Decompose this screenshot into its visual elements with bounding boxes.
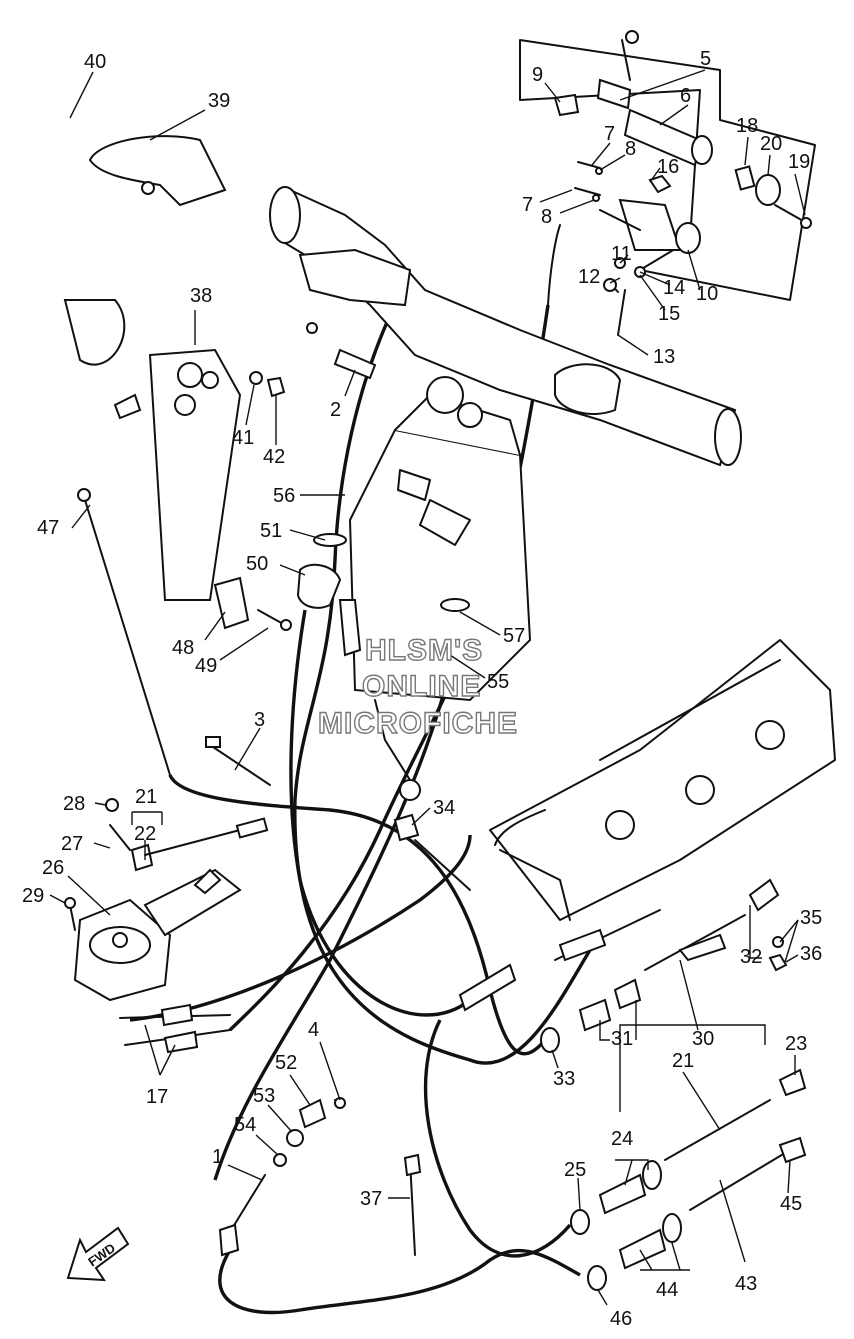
callout-30: 30 (692, 1028, 714, 1050)
callout-43: 43 (735, 1273, 757, 1295)
steering-column (338, 376, 532, 801)
callout-25: 25 (564, 1159, 586, 1181)
callout-1: 1 (212, 1146, 223, 1168)
callout-15: 15 (658, 303, 680, 325)
throttle-lever (63, 135, 292, 631)
callout-8: 8 (625, 138, 636, 160)
callout-9: 9 (532, 64, 543, 86)
callout-49: 49 (195, 655, 217, 677)
callout-13: 13 (653, 346, 675, 368)
callout-33: 33 (553, 1068, 575, 1090)
callout-29: 29 (22, 885, 44, 907)
forward-arrow-icon: FWD (66, 1226, 130, 1282)
callout-11: 11 (611, 243, 632, 265)
callout-labels: 40 39 38 41 42 47 48 49 2 56 51 50 57 55… (22, 48, 822, 1330)
callout-51: 51 (260, 520, 282, 542)
callout-55: 55 (487, 671, 509, 693)
cable-fittings (77, 322, 807, 1291)
callout-4: 4 (308, 1019, 319, 1041)
handlebar (269, 186, 742, 467)
callout-7: 7 (604, 123, 615, 145)
callout-35: 35 (800, 907, 822, 929)
watermark-line-1: HLSM'S (365, 634, 483, 667)
callout-32: 32 (740, 946, 762, 968)
callout-31: 31 (611, 1028, 633, 1050)
callout-24: 24 (611, 1128, 633, 1150)
callout-40: 40 (84, 51, 106, 73)
callout-2: 2 (330, 399, 341, 421)
callout-56: 56 (273, 485, 295, 507)
callout-52: 52 (275, 1052, 297, 1074)
callout-36: 36 (800, 943, 822, 965)
callout-12: 12 (578, 266, 600, 288)
callout-14: 14 (663, 277, 685, 299)
callout-19: 19 (788, 151, 810, 173)
callout-22: 22 (134, 823, 156, 845)
callout-46: 46 (610, 1308, 632, 1330)
callout-leaders (49, 69, 806, 1306)
callout-21b: 21 (672, 1050, 694, 1072)
callout-27: 27 (61, 833, 83, 855)
callout-34: 34 (433, 797, 455, 819)
callout-21: 21 (135, 786, 157, 808)
callout-17: 17 (146, 1086, 168, 1108)
callout-5: 5 (700, 48, 711, 70)
callout-37: 37 (360, 1188, 382, 1210)
callout-6: 6 (680, 85, 691, 107)
watermark-line-2: ONLINE (362, 670, 481, 703)
watermark-line-3: MICROFICHE (318, 707, 518, 740)
callout-3: 3 (254, 709, 265, 731)
callout-23: 23 (785, 1033, 807, 1055)
right-grip-assembly (519, 30, 816, 336)
callout-48: 48 (172, 637, 194, 659)
callout-42: 42 (263, 446, 285, 468)
callout-50: 50 (246, 553, 268, 575)
engine-block (489, 639, 836, 921)
choke-lever-assembly (64, 798, 269, 1002)
callout-45: 45 (780, 1193, 802, 1215)
watermark: HLSM'S ONLINE MICROFICHE (317, 633, 518, 740)
callout-26: 26 (42, 857, 64, 879)
callout-20: 20 (760, 133, 782, 155)
callout-44: 44 (656, 1279, 678, 1301)
callout-16: 16 (657, 156, 679, 178)
callout-54: 54 (234, 1114, 256, 1136)
callout-38: 38 (190, 285, 212, 307)
callout-10: 10 (696, 283, 718, 305)
callout-47: 47 (37, 517, 59, 539)
callout-18: 18 (736, 115, 758, 137)
callout-57: 57 (503, 625, 525, 647)
callout-7b: 7 (522, 194, 533, 216)
callout-41: 41 (232, 427, 254, 449)
callout-8b: 8 (541, 206, 552, 228)
callout-53: 53 (253, 1085, 275, 1107)
callout-28: 28 (63, 793, 85, 815)
cable-routing (129, 289, 592, 1315)
callout-39: 39 (208, 90, 230, 112)
